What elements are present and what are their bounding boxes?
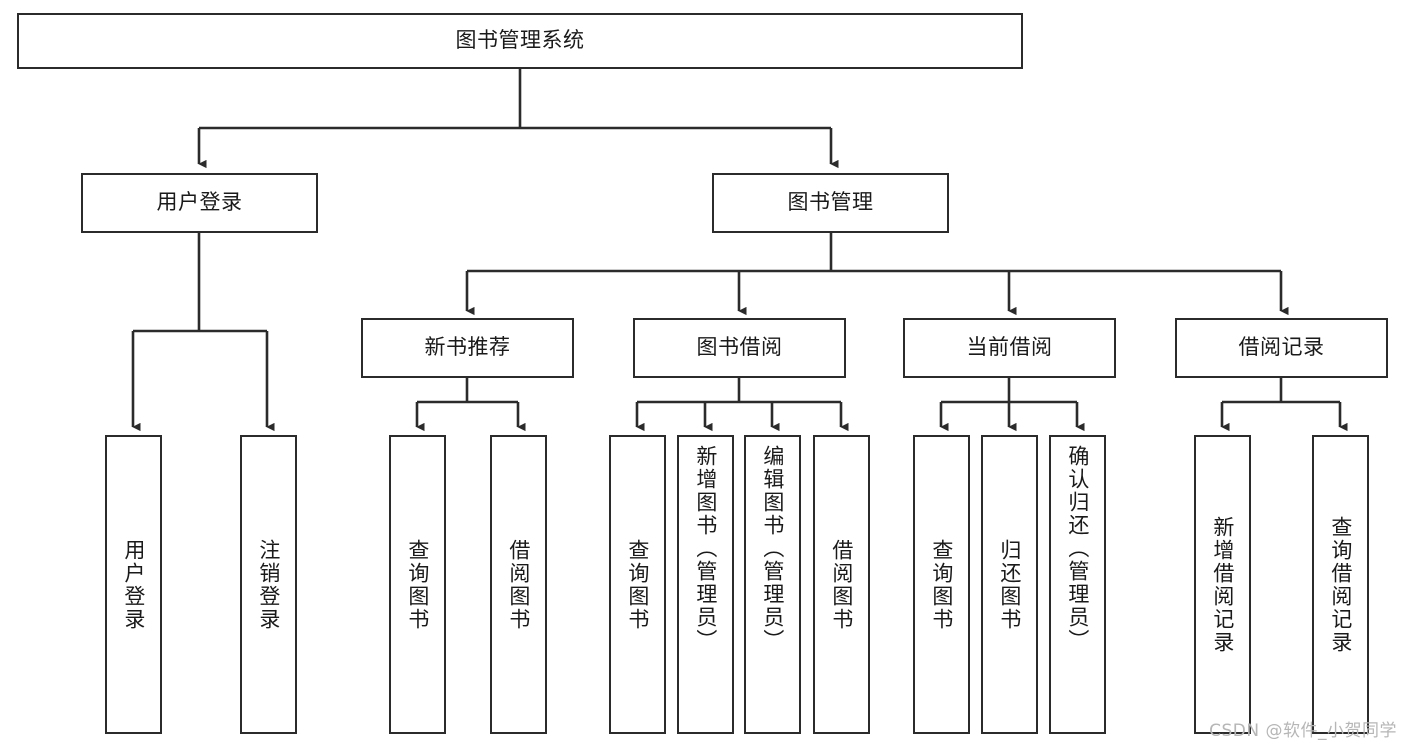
node-root-book-management-system[interactable]: 图书管理系统 bbox=[17, 13, 1023, 69]
node-label: 图书管理 bbox=[787, 190, 874, 215]
node-label: 用户登录 bbox=[156, 190, 243, 215]
node-label: 归还图书 bbox=[997, 538, 1022, 631]
node-leaf-logout[interactable]: 注销登录 bbox=[240, 435, 297, 734]
node-label: 图书借阅 bbox=[696, 335, 783, 360]
node-label: 查询借阅记录 bbox=[1328, 515, 1353, 654]
node-leaf-return-book[interactable]: 归还图书 bbox=[981, 435, 1038, 734]
node-leaf-query-book-current[interactable]: 查询图书 bbox=[913, 435, 970, 734]
node-leaf-add-book-admin[interactable]: 新增图书（管理员） bbox=[677, 435, 734, 734]
node-new-book-recommend[interactable]: 新书推荐 bbox=[361, 318, 574, 378]
node-label: 查询图书 bbox=[929, 538, 954, 631]
node-leaf-query-book-recommend[interactable]: 查询图书 bbox=[389, 435, 446, 734]
node-leaf-user-login[interactable]: 用户登录 bbox=[105, 435, 162, 734]
node-label: 借阅图书 bbox=[506, 538, 531, 631]
node-label: 用户登录 bbox=[121, 538, 146, 631]
node-leaf-confirm-return-admin[interactable]: 确认归还（管理员） bbox=[1049, 435, 1106, 734]
node-label: 查询图书 bbox=[405, 538, 430, 631]
node-label: 图书管理系统 bbox=[455, 28, 585, 53]
node-borrow-record[interactable]: 借阅记录 bbox=[1175, 318, 1388, 378]
node-label: 编辑图书（管理员） bbox=[760, 445, 785, 652]
node-leaf-add-borrow-record[interactable]: 新增借阅记录 bbox=[1194, 435, 1251, 734]
node-book-management[interactable]: 图书管理 bbox=[712, 173, 949, 233]
node-current-borrow[interactable]: 当前借阅 bbox=[903, 318, 1116, 378]
watermark-text: CSDN @软件_小贺同学 bbox=[1209, 721, 1397, 741]
node-label: 新增借阅记录 bbox=[1210, 515, 1235, 654]
node-label: 确认归还（管理员） bbox=[1065, 445, 1090, 652]
node-label: 新书推荐 bbox=[424, 335, 511, 360]
node-leaf-borrow-book-recommend[interactable]: 借阅图书 bbox=[490, 435, 547, 734]
node-label: 新增图书（管理员） bbox=[693, 445, 718, 652]
node-label: 借阅记录 bbox=[1238, 335, 1325, 360]
node-label: 当前借阅 bbox=[966, 335, 1053, 360]
node-leaf-query-borrow-record[interactable]: 查询借阅记录 bbox=[1312, 435, 1369, 734]
node-user-login[interactable]: 用户登录 bbox=[81, 173, 318, 233]
node-label: 注销登录 bbox=[256, 538, 281, 631]
node-label: 借阅图书 bbox=[829, 538, 854, 631]
node-leaf-borrow-book[interactable]: 借阅图书 bbox=[813, 435, 870, 734]
node-leaf-query-book-borrow[interactable]: 查询图书 bbox=[609, 435, 666, 734]
node-book-borrow[interactable]: 图书借阅 bbox=[633, 318, 846, 378]
node-leaf-edit-book-admin[interactable]: 编辑图书（管理员） bbox=[744, 435, 801, 734]
node-label: 查询图书 bbox=[625, 538, 650, 631]
